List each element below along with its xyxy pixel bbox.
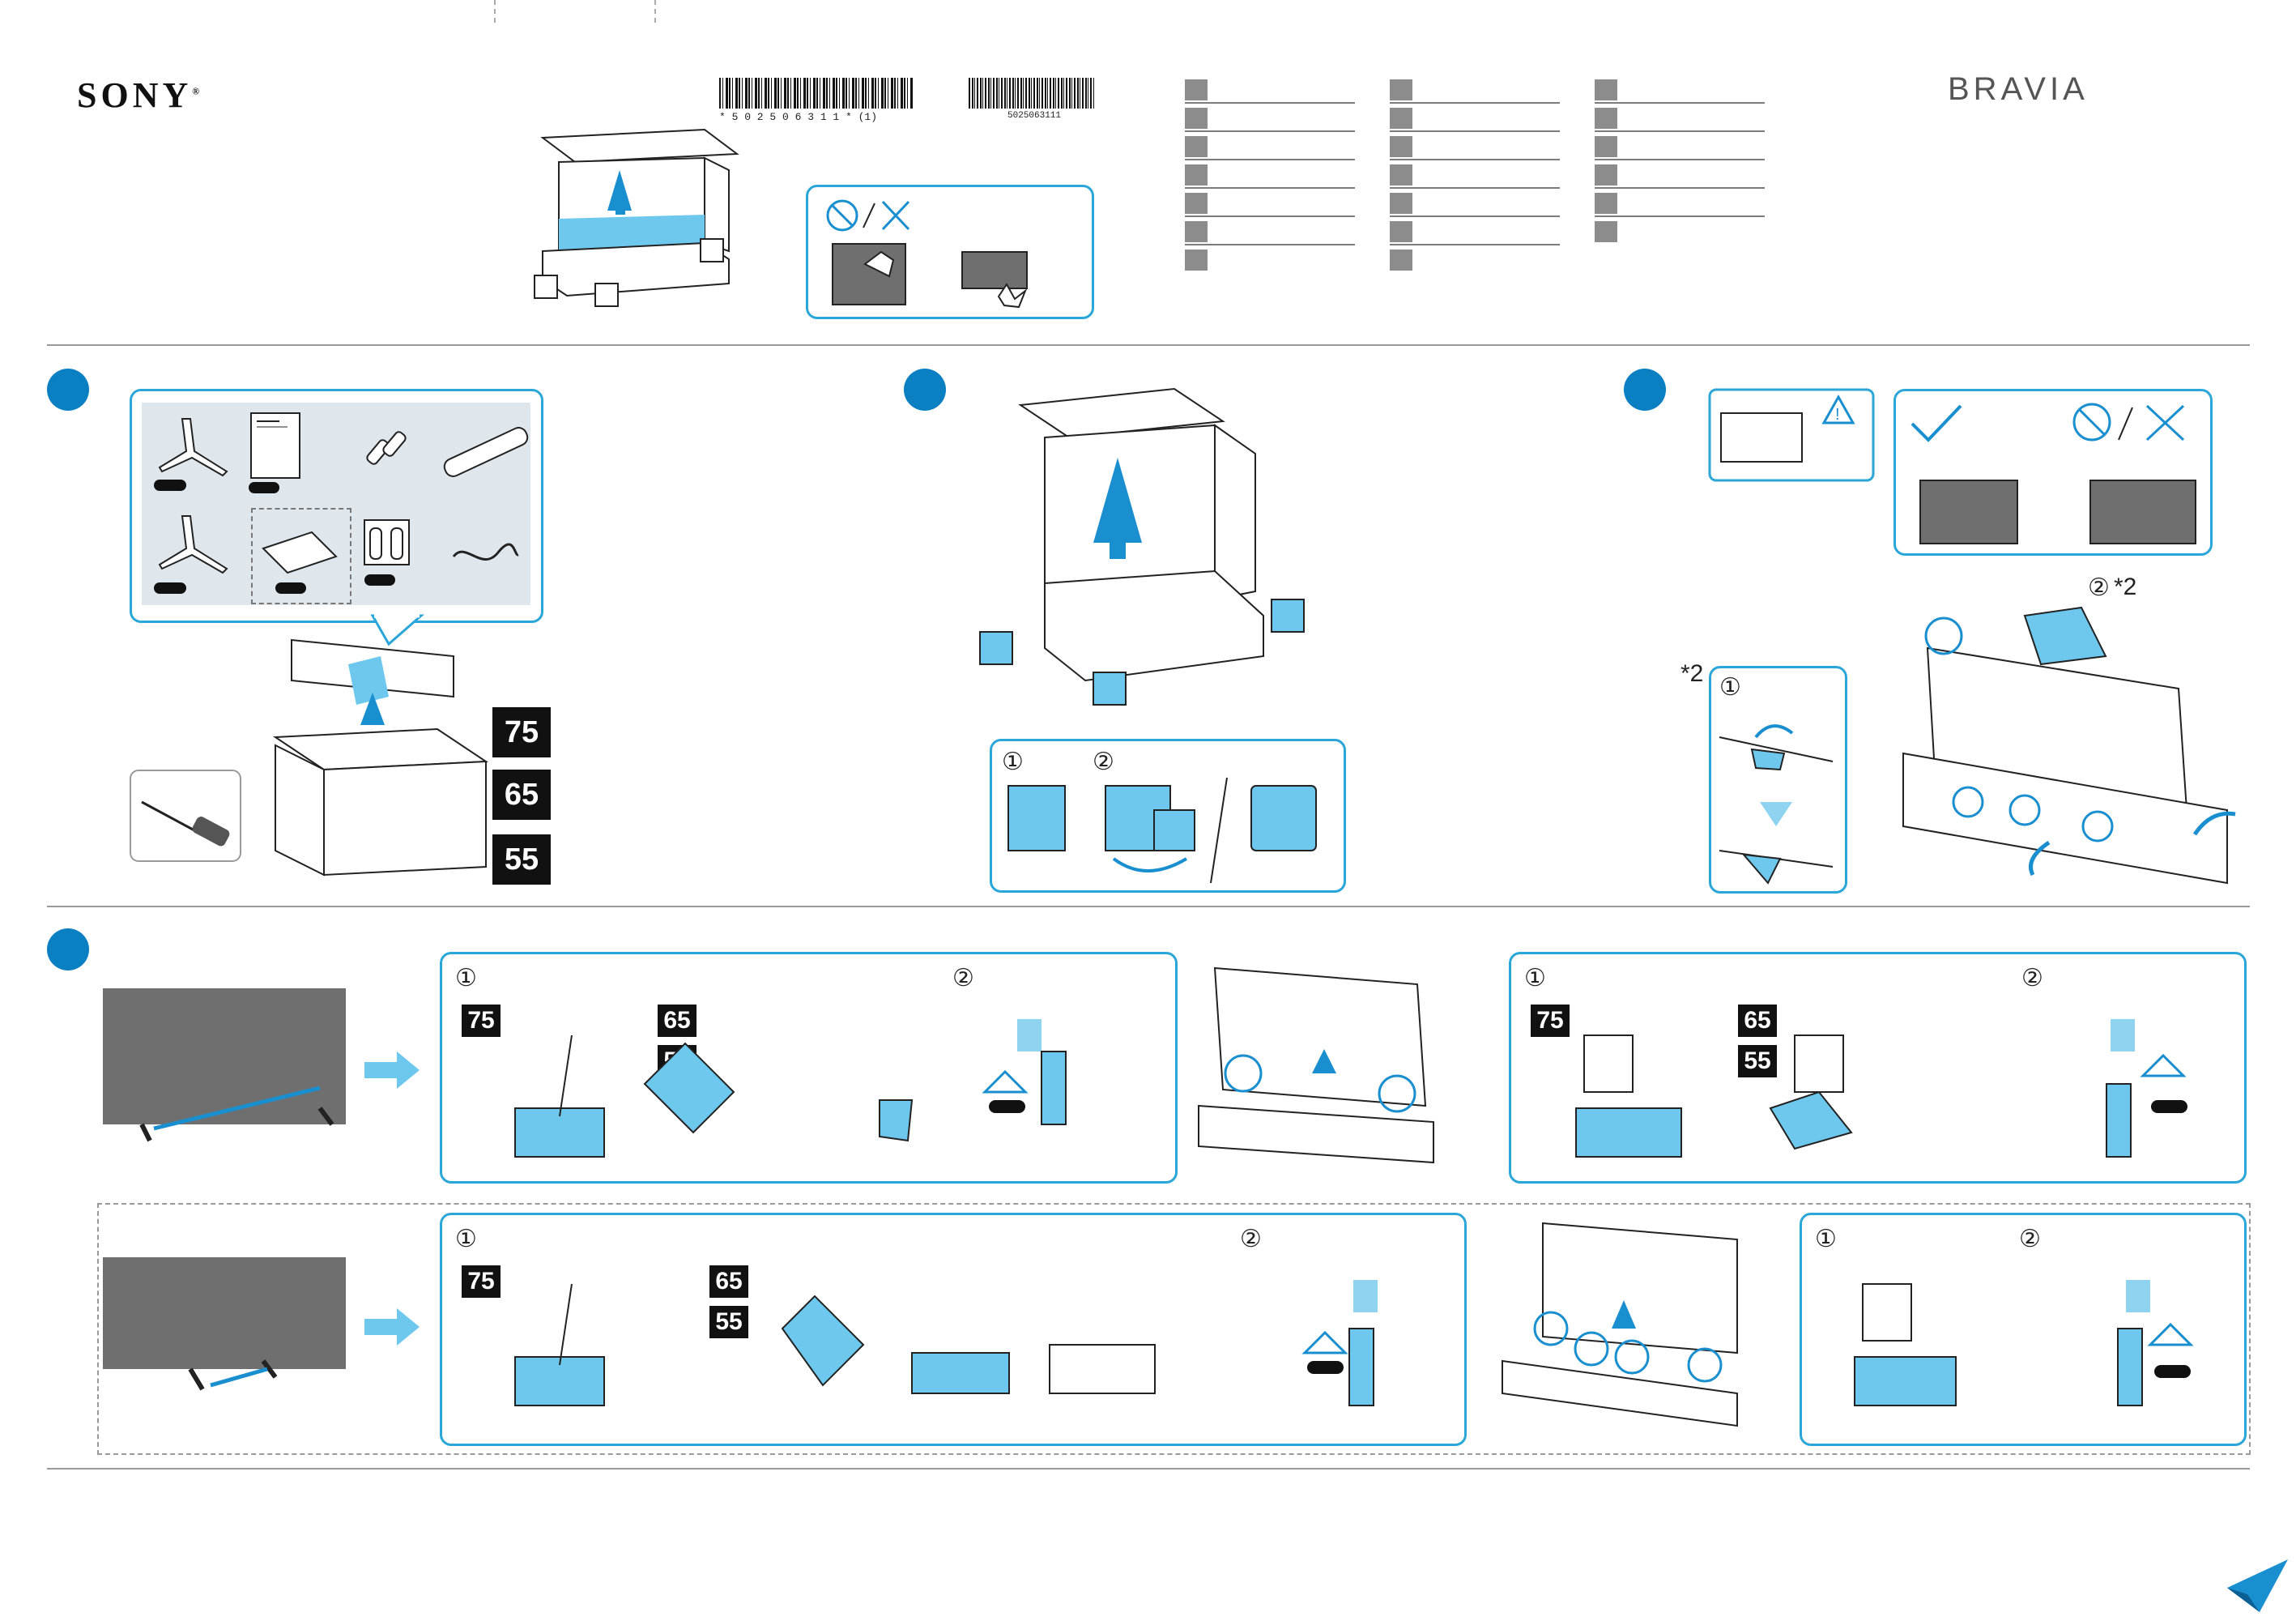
sub-step-1: ① [1524, 964, 1546, 992]
stand-removal-illustration-1 [514, 1019, 1067, 1158]
tv-lift-illustration [1902, 606, 2236, 885]
stand-leg-icon-2 [154, 515, 228, 594]
size-badge-75: 75 [462, 1265, 501, 1298]
cable-holders-icon [364, 519, 410, 586]
carton-lift-illustration [534, 128, 739, 307]
latch-illustration [1719, 724, 1834, 885]
note-marker: *2 [2114, 574, 2137, 600]
handling-panel [1893, 389, 2213, 556]
size-badge-75: 75 [462, 1005, 501, 1037]
size-badge-65: 65 [658, 1005, 696, 1037]
sub-step-1: ① [1815, 1225, 1837, 1253]
screws-icon [262, 531, 338, 594]
accessory-box-illustration [272, 638, 489, 877]
step-3-marker [1624, 369, 1666, 411]
assembly-panel-4: ① ② [1800, 1213, 2247, 1446]
barcode-1-text: * 5 0 2 5 0 6 3 1 1 * (1) [719, 111, 878, 123]
size-badge-55: 55 [709, 1306, 748, 1338]
size-badge-65: 65 [492, 770, 551, 820]
step-4-marker [47, 928, 89, 970]
assembly-panel-3: ① ② 75 65 55 [440, 1213, 1467, 1446]
sub-step-2: ② [952, 964, 974, 992]
section-divider [47, 344, 2250, 346]
sub-step-1: ① [455, 964, 477, 992]
note-marker-2: *2 [1680, 660, 1704, 687]
carton-remove-illustration [979, 387, 1305, 706]
size-badge-55: 55 [492, 834, 551, 885]
latch-detail-panel: ① [1709, 666, 1847, 894]
header-warning-panel [806, 185, 1094, 319]
accessories-panel [130, 389, 543, 623]
tip-warning-panel: ! [1708, 388, 1875, 482]
stand-leg-icon [154, 418, 228, 491]
sub-step-2-label: ② [2088, 574, 2110, 602]
corner-mark-icon [2227, 1559, 2288, 1612]
power-cord-icon [452, 543, 519, 561]
fold-mark [494, 0, 496, 23]
prohibited-icon [826, 199, 910, 232]
stand-attach-illustration-2 [1854, 1280, 2194, 1406]
fold-mark [654, 0, 656, 23]
sub-step-2: ② [2019, 1225, 2041, 1253]
tv-wide-stand-illustration [103, 988, 346, 1142]
screen-press-warning [832, 243, 1028, 309]
assembly-panel-2: ① ② 75 65 55 [1509, 952, 2247, 1184]
sub-step-1: ① [455, 1225, 477, 1253]
tv-back-narrow-illustration [1502, 1222, 1738, 1427]
size-badge-75: 75 [492, 707, 551, 757]
clip-release-illustration [1007, 777, 1317, 884]
sub-step-2: ② [1093, 748, 1114, 776]
svg-text:!: ! [1835, 406, 1840, 424]
step-1-marker [47, 369, 89, 411]
barcode-1 [719, 78, 914, 109]
size-badge-65: 65 [709, 1265, 748, 1298]
barcode-2-text: 5025063111 [1007, 111, 1062, 121]
bravia-logo: BRAVIA [1948, 71, 2089, 107]
screws-dashed-group [251, 508, 351, 604]
stand-attach-illustration-1 [1575, 1019, 2187, 1158]
tv-back-stand-illustration [1198, 966, 1434, 1164]
next-arrow [364, 1052, 420, 1089]
remote-control-icon [443, 427, 529, 477]
accessories-grid [142, 403, 530, 605]
sub-step-2: ② [2021, 964, 2043, 992]
size-badge-55: 55 [1738, 1045, 1777, 1077]
barcode-2 [969, 78, 1094, 109]
alternate-configuration-box [97, 1203, 2251, 1455]
tv-narrow-stand-illustration [103, 1257, 346, 1391]
sub-step-1: ① [1002, 748, 1024, 776]
clip-release-panel: ① ② [990, 739, 1346, 893]
screwdriver-panel [130, 770, 241, 862]
size-badge-65: 65 [1738, 1005, 1777, 1037]
handling-illustration [1910, 403, 2196, 544]
batteries-icon [366, 431, 407, 465]
section-divider [47, 1468, 2250, 1470]
section-divider [47, 906, 2250, 907]
sub-step-1: ① [1719, 673, 1741, 702]
sony-logo: SONY® [77, 75, 200, 115]
assembly-panel-1: ① ② 75 65 55 [440, 952, 1178, 1184]
size-badge-75: 75 [1531, 1005, 1570, 1037]
stand-removal-illustration-2 [514, 1280, 1378, 1406]
step-2-marker [904, 369, 946, 411]
callout-pointer [370, 613, 424, 646]
manual-icon [249, 412, 300, 493]
next-arrow [364, 1308, 420, 1346]
sub-step-2: ② [1240, 1225, 1262, 1253]
